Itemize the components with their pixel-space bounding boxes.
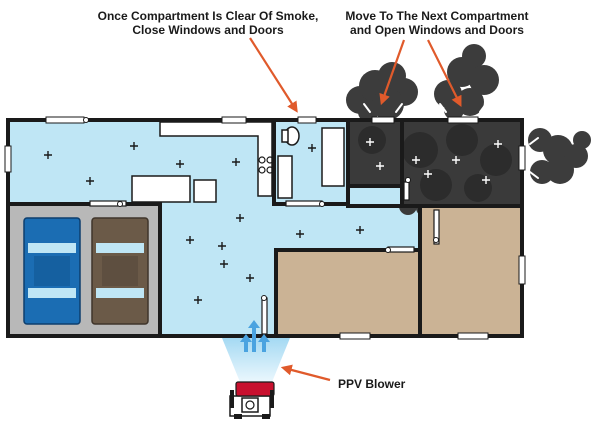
- smoke-plume-center: [434, 44, 499, 120]
- airflow-arrows: [240, 320, 270, 352]
- callout-arrows: [249, 37, 462, 382]
- airflow-cone: [222, 338, 290, 382]
- door-knobs: [83, 117, 439, 301]
- pressure-markers-clear: [44, 142, 364, 304]
- walls: [6, 118, 524, 338]
- ppv-blower-label: PPV Blower: [338, 377, 406, 391]
- close-windows-label-line2: Close Windows and Doors: [132, 23, 284, 37]
- next-compartment-label-line1: Move To The Next Compartment: [345, 9, 528, 23]
- pressure-markers-smoke: [366, 138, 502, 184]
- hallway-floor: [160, 204, 276, 336]
- open-window-rays: [363, 103, 539, 179]
- next-compartment-label-line2: and Open Windows and Doors: [350, 23, 524, 37]
- windows: [4, 116, 526, 340]
- smoke-plume-left: [346, 62, 418, 122]
- smoke-plume-right: [528, 128, 591, 184]
- closet-floor: [350, 186, 402, 206]
- ppv-blower: [229, 381, 275, 419]
- bedroom-1-floor: [276, 250, 420, 336]
- close-windows-label-line1: Once Compartment Is Clear Of Smoke,: [98, 9, 319, 23]
- car-brown: [91, 217, 149, 325]
- car-blue: [23, 217, 81, 325]
- bathroom-fixtures: [277, 126, 345, 199]
